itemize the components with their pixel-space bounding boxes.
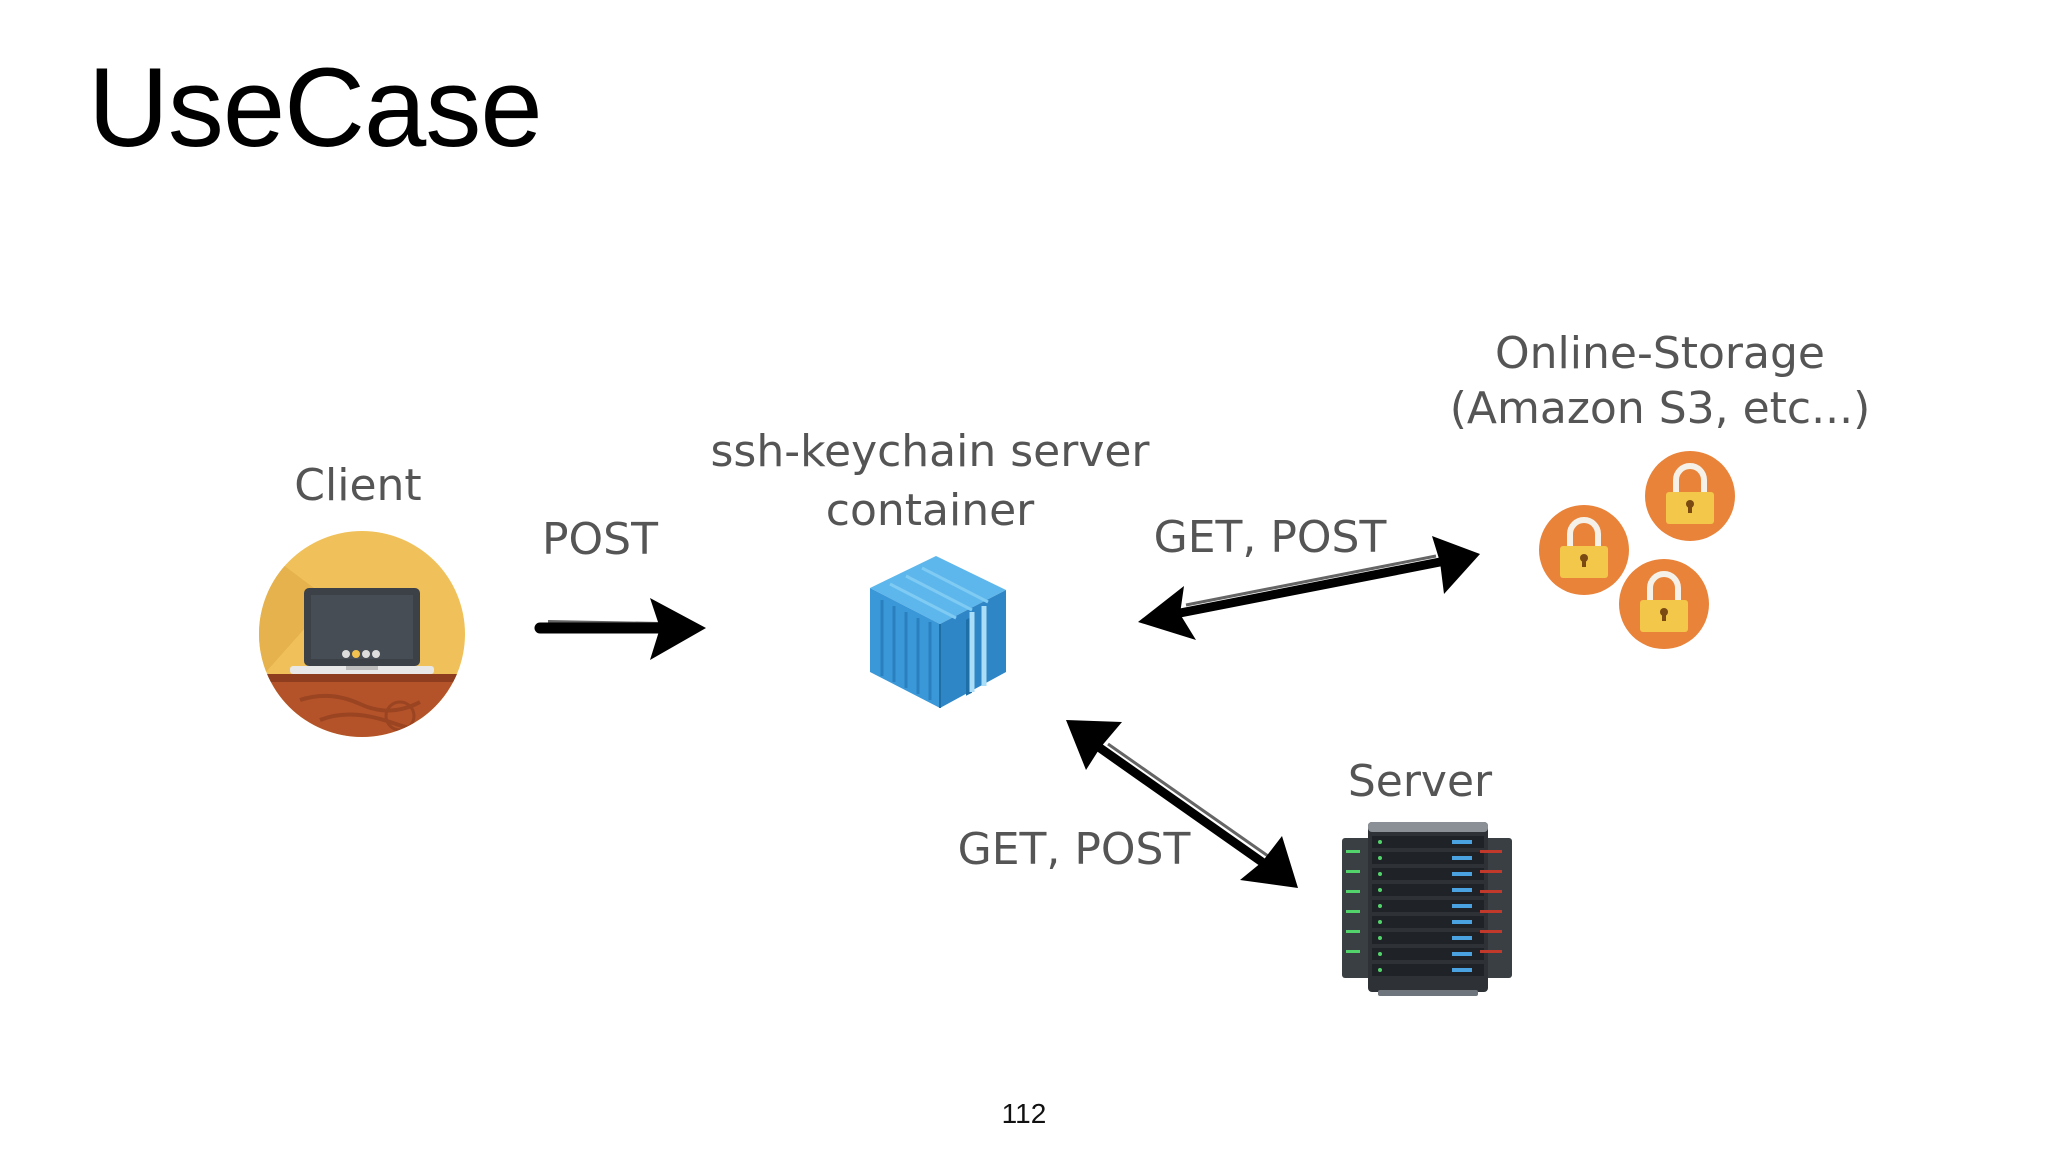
arrow-container-storage: [1138, 536, 1480, 640]
slide-title: UseCase: [88, 45, 543, 170]
edge-label-storage: GET, POST: [1153, 512, 1387, 563]
laptop-icon: [259, 531, 465, 737]
container-label-line1: ssh-keychain server: [710, 426, 1150, 477]
server-rack-icon: [1342, 822, 1512, 996]
padlock-icon: [1539, 451, 1735, 649]
arrow-container-server: [1066, 720, 1298, 888]
edge-label-post: POST: [542, 514, 658, 565]
server-label: Server: [1347, 756, 1493, 807]
container-label: ssh-keychain server container: [700, 424, 1160, 538]
storage-label: Online-Storage (Amazon S3, etc...): [1400, 326, 1920, 436]
client-label: Client: [294, 460, 422, 511]
container-label-line2: container: [825, 485, 1035, 536]
edge-label-server: GET, POST: [957, 824, 1191, 875]
storage-label-line1: Online-Storage: [1495, 328, 1825, 379]
page-number: 112: [1001, 1098, 1047, 1129]
storage-label-line2: (Amazon S3, etc...): [1449, 383, 1871, 434]
shipping-container-icon: [870, 556, 1006, 708]
arrow-client-to-container: [534, 598, 706, 660]
